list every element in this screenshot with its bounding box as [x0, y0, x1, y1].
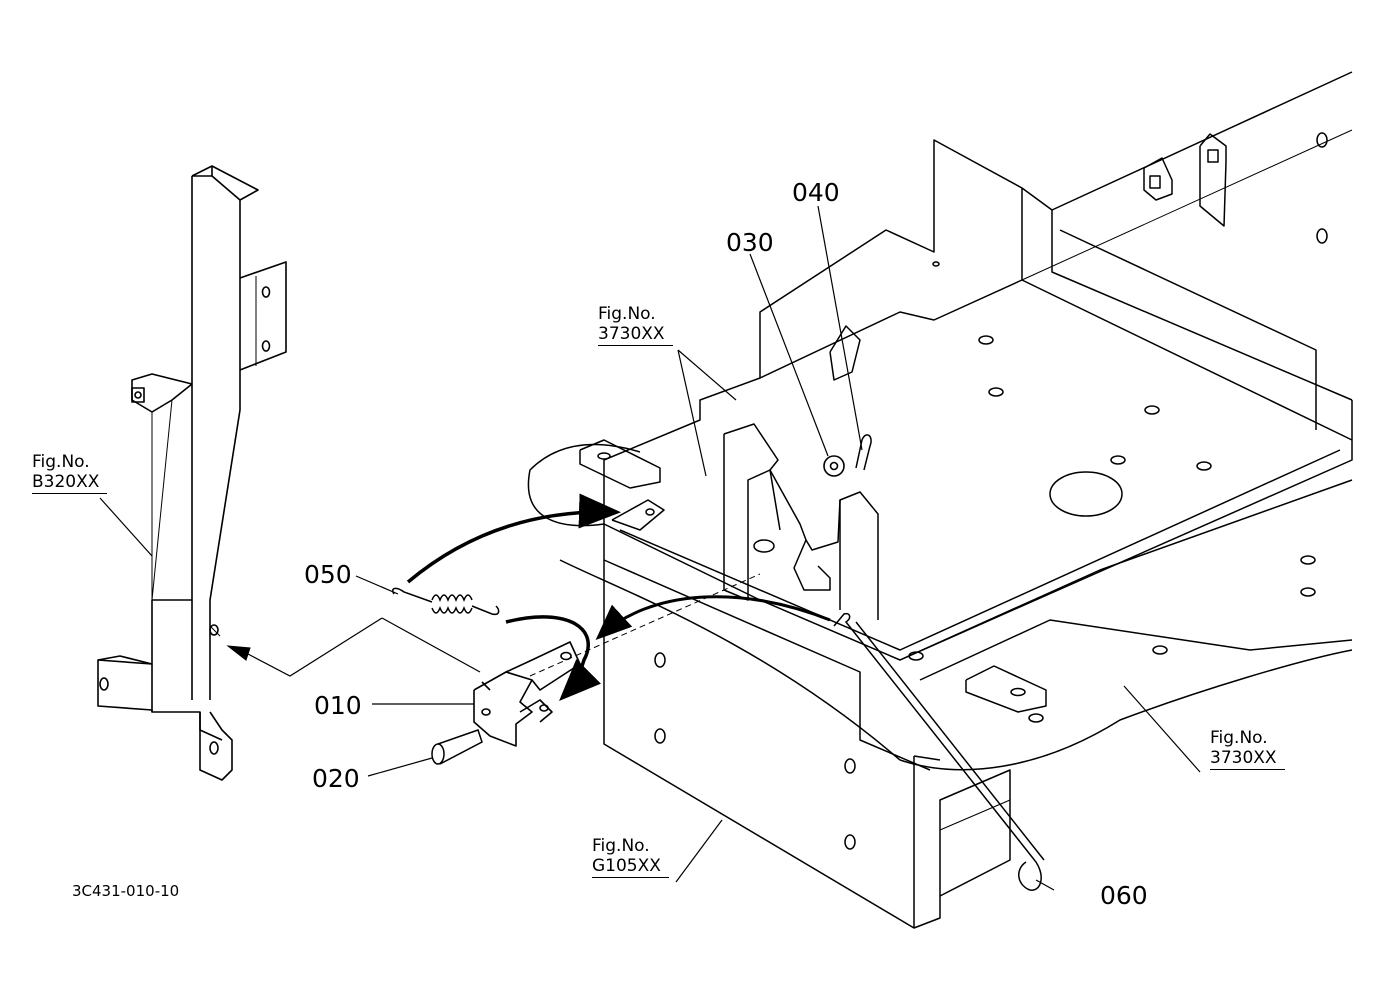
part-label-030: 030 — [726, 228, 774, 257]
figure-ref-3730xx-top: Fig.No. 3730XX — [598, 304, 673, 346]
figure-ref-b320xx-line1: Fig.No. — [32, 452, 90, 472]
figure-ref-3730xx-right: Fig.No. 3730XX — [1210, 728, 1285, 770]
figure-ref-b320xx-line2: B320XX — [32, 472, 108, 494]
left-frame-bracket — [98, 166, 286, 780]
main-frame-deck — [528, 72, 1352, 928]
figure-ref-g105xx-line1: Fig.No. — [592, 836, 650, 856]
figure-ref-3730xx-top-line2: 3730XX — [598, 324, 673, 346]
figure-ref-g105xx-code: G105XX — [592, 856, 669, 878]
part-label-010: 010 — [314, 691, 362, 720]
part-label-020: 020 — [312, 764, 360, 793]
spring-050 — [393, 588, 499, 614]
part-label-040: 040 — [792, 178, 840, 207]
drawing-code: 3C431-010-10 — [72, 882, 180, 900]
figure-ref-b320xx: Fig.No. B320XX — [32, 452, 108, 494]
figure-ref-b320xx-code: B320XX — [32, 472, 108, 494]
assembly-arrows — [228, 493, 830, 701]
figure-ref-3730xx-top-code: 3730XX — [598, 324, 673, 346]
pin-020 — [432, 730, 482, 764]
washer-030 — [824, 456, 844, 476]
figure-ref-3730xx-top-line1: Fig.No. — [598, 304, 656, 324]
figure-ref-3730xx-right-code: 3730XX — [1210, 748, 1285, 770]
leader-lines — [100, 206, 1200, 890]
part-label-050: 050 — [304, 560, 352, 589]
part-label-060: 060 — [1100, 881, 1148, 910]
figure-ref-3730xx-right-line1: Fig.No. — [1210, 728, 1268, 748]
rod-060 — [834, 614, 1044, 891]
figure-ref-3730xx-right-line2: 3730XX — [1210, 748, 1285, 770]
cotter-pin-040 — [856, 435, 871, 470]
figure-ref-g105xx-line2: G105XX — [592, 856, 669, 878]
figure-ref-g105xx: Fig.No. G105XX — [592, 836, 669, 878]
